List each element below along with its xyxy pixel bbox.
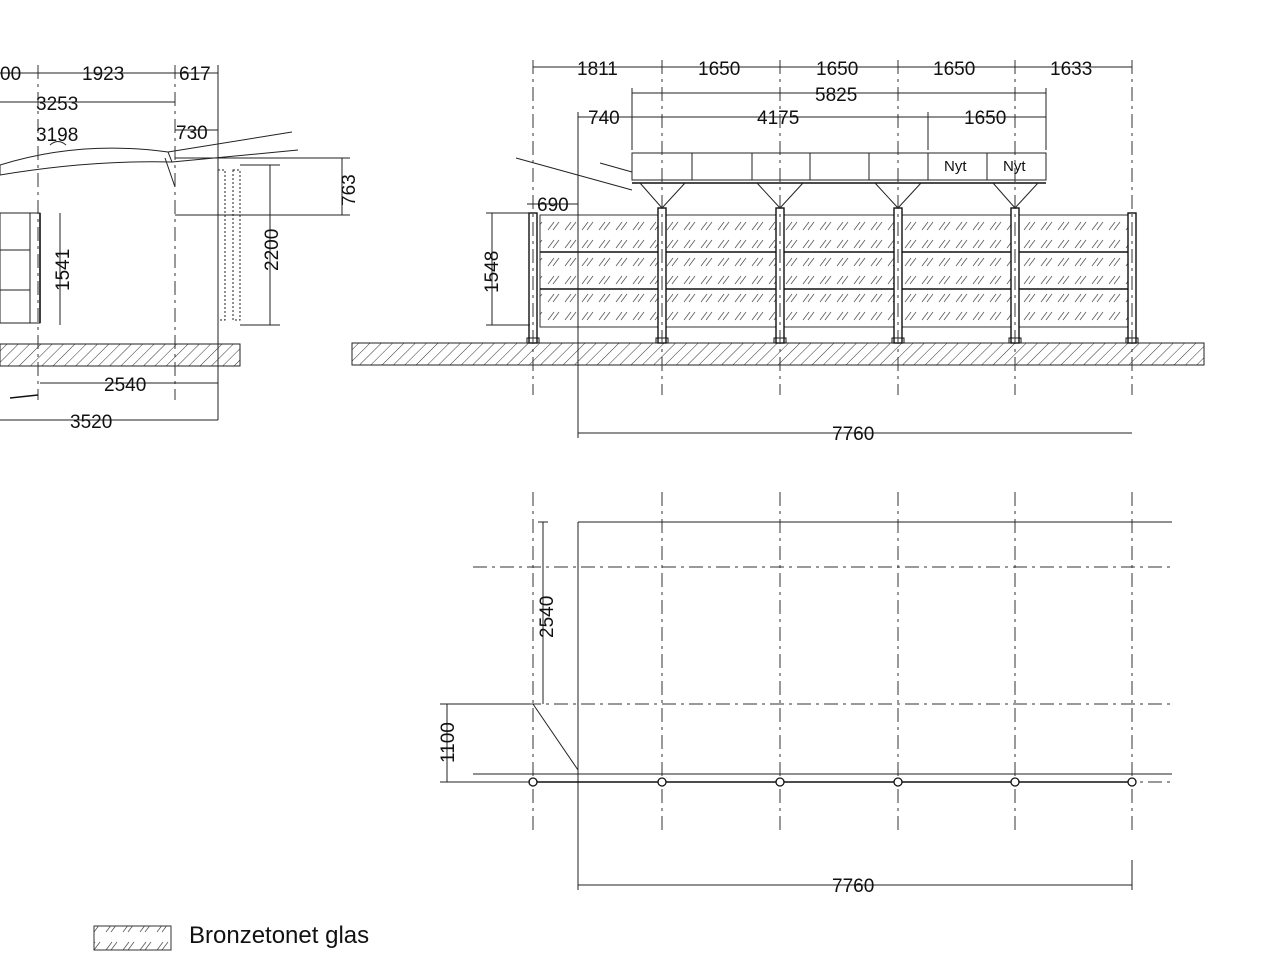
plan-post <box>775 777 785 787</box>
plan-post <box>657 777 667 787</box>
dim-front-7760: 7760 <box>832 424 874 445</box>
side-roof <box>0 147 173 176</box>
plan-view <box>440 492 1172 890</box>
front-elevation <box>351 60 1205 438</box>
side-elevation <box>0 65 350 421</box>
dim-front-1811: 1811 <box>577 59 618 80</box>
ground-hatch-side <box>0 343 241 367</box>
dim-front-4175: 4175 <box>757 108 799 129</box>
plan-post <box>893 777 903 787</box>
dim-plan-1100: 1100 <box>438 722 459 763</box>
plan-post <box>1010 777 1020 787</box>
label-nyt-2: Nyt <box>1003 158 1026 175</box>
dim-side-3520: 3520 <box>70 412 112 433</box>
dim-side-00: 00 <box>0 64 21 85</box>
side-dimension-labels: 00 1923 617 3253 3198 730 763 2200 1541 … <box>0 64 360 433</box>
dim-plan-7760: 7760 <box>832 876 874 897</box>
dim-front-740: 740 <box>588 108 620 129</box>
dim-front-690: 690 <box>537 195 569 216</box>
new-panel-labels: Nyt Nyt <box>944 158 1026 175</box>
dim-front-1548: 1548 <box>482 251 503 293</box>
dim-plan-2540: 2540 <box>537 596 558 638</box>
dim-front-1633: 1633 <box>1050 59 1092 80</box>
dim-front-5825: 5825 <box>815 85 857 106</box>
dim-side-3198: 3198 <box>36 125 78 146</box>
label-nyt-1: Nyt <box>944 158 967 175</box>
plan-post <box>528 777 538 787</box>
dim-side-617: 617 <box>179 64 211 85</box>
dim-front-1650-b: 1650 <box>816 59 858 80</box>
glass-wall <box>539 214 1131 328</box>
plan-post <box>1127 777 1137 787</box>
legend-label: Bronzetonet glas <box>189 922 370 949</box>
dim-side-1923: 1923 <box>82 64 124 85</box>
canopy <box>631 152 1047 181</box>
legend-glass-swatch <box>93 925 172 951</box>
dim-side-2200: 2200 <box>262 229 283 271</box>
dim-front-1650-c: 1650 <box>933 59 975 80</box>
dim-side-1541: 1541 <box>53 249 74 291</box>
dim-side-3253: 3253 <box>36 94 78 115</box>
dim-side-2540: 2540 <box>104 375 146 396</box>
dim-side-730: 730 <box>176 123 208 144</box>
dim-front-1650-d: 1650 <box>964 108 1006 129</box>
ground-hatch-front <box>351 342 1205 366</box>
plan-posts <box>528 777 1137 787</box>
plan-dimension-labels: 2540 1100 7760 <box>438 596 874 897</box>
front-dimension-labels: 1811 1650 1650 1650 1633 5825 740 4175 1… <box>482 59 1092 445</box>
dim-front-1650-a: 1650 <box>698 59 740 80</box>
dim-side-763: 763 <box>339 174 360 206</box>
